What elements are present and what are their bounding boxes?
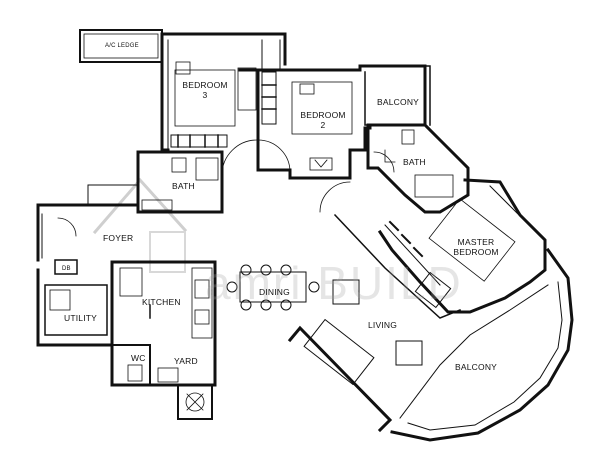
master-bed [428, 198, 516, 282]
wardrobe-2 [261, 71, 277, 125]
kitchen-sink [194, 309, 210, 325]
label-yard: YARD [174, 356, 198, 366]
bed-3 [174, 69, 236, 127]
label-balcony-top: BALCONY [377, 97, 420, 107]
bed-2 [291, 81, 353, 135]
door-bedroom3 [221, 139, 258, 176]
door-bath-right [373, 151, 395, 173]
yard-tub [157, 367, 179, 383]
wall-bedroom2-top [238, 64, 427, 127]
bath-right-outline [366, 123, 470, 214]
wardrobe-3 [170, 134, 228, 148]
basin-bath-left [195, 157, 219, 181]
chair [240, 299, 252, 311]
label-wc: WC [131, 353, 146, 363]
fridge [119, 267, 143, 297]
wall-living-left [287, 325, 393, 433]
pillow-2 [299, 83, 315, 95]
wall-foyer-notch [87, 184, 139, 206]
armchair [395, 340, 423, 366]
door-bedroom2 [257, 139, 291, 173]
label-balcony-bottom: BALCONY [455, 362, 498, 372]
chair [260, 299, 272, 311]
window-bedroom3-right [261, 39, 281, 69]
chair [280, 299, 292, 311]
wall-bedroom3-outer [160, 32, 287, 152]
master-wardrobe-line [384, 224, 441, 286]
watermark-text: amri BUILD [205, 257, 463, 309]
bath-left-outline [136, 150, 224, 214]
label-bedroom-2: BEDROOM 2 [300, 110, 346, 130]
label-bath-right: BATH [403, 157, 426, 167]
label-utility: UTILITY [64, 313, 98, 323]
yard-drain [185, 392, 205, 412]
balcony-top-edge [424, 65, 431, 126]
tv-console-2-mark [314, 159, 328, 168]
wall-living-right [333, 213, 461, 319]
hob [194, 279, 210, 299]
chair [226, 281, 238, 293]
yard-ledge [177, 384, 213, 420]
dining-table [239, 271, 307, 303]
armchair [332, 279, 360, 305]
door-master [319, 181, 351, 213]
bathtub-right [414, 174, 454, 198]
balcony-bottom-outer [390, 247, 574, 442]
side-table [414, 271, 452, 309]
label-ac-ledge: A/C LEDGE [105, 43, 139, 49]
label-master-bedroom: MASTER BEDROOM [453, 237, 499, 257]
chair [280, 264, 292, 276]
label-bedroom-3: BEDROOM 3 [182, 80, 228, 100]
chair [260, 264, 272, 276]
utility-room [44, 284, 108, 336]
door-foyer [57, 217, 77, 237]
db-box [54, 259, 78, 275]
wall-foyer [36, 203, 140, 347]
shower-bath-left [141, 199, 173, 211]
kitchen-counter [191, 267, 213, 339]
label-foyer: FOYER [103, 233, 134, 243]
label-living: LIVING [368, 320, 398, 330]
wardrobe-2-hangers [261, 84, 277, 110]
kitchen-outline [110, 260, 217, 387]
label-kitchen: KITCHEN [142, 297, 181, 307]
wc-pan [127, 364, 143, 382]
wall-bedroom2-bottom [256, 126, 372, 180]
wc-bath-left [171, 157, 187, 173]
balcony-bottom-glazing [399, 284, 549, 419]
chair [240, 264, 252, 276]
utility-bed [49, 289, 71, 311]
master-window [489, 185, 541, 237]
tv-console-2 [309, 157, 333, 171]
chair [308, 281, 320, 293]
label-bath-left: BATH [172, 181, 195, 191]
wc-bath-right [401, 129, 415, 145]
pillow-3 [175, 61, 191, 75]
label-db: DB [62, 266, 71, 272]
wardrobe-3-hangers [177, 134, 219, 148]
balcony-bottom-inner [407, 281, 563, 431]
wc-wall [111, 344, 151, 386]
sofa [303, 318, 375, 386]
label-dining: DINING [259, 287, 290, 297]
desk-3 [237, 67, 257, 111]
master-bedroom-outline [377, 178, 547, 314]
watermark-house-door [149, 231, 186, 273]
yard-drain-cross [186, 393, 204, 411]
master-wardrobe-hangers [388, 220, 424, 258]
ac-ledge-inner [83, 33, 159, 59]
